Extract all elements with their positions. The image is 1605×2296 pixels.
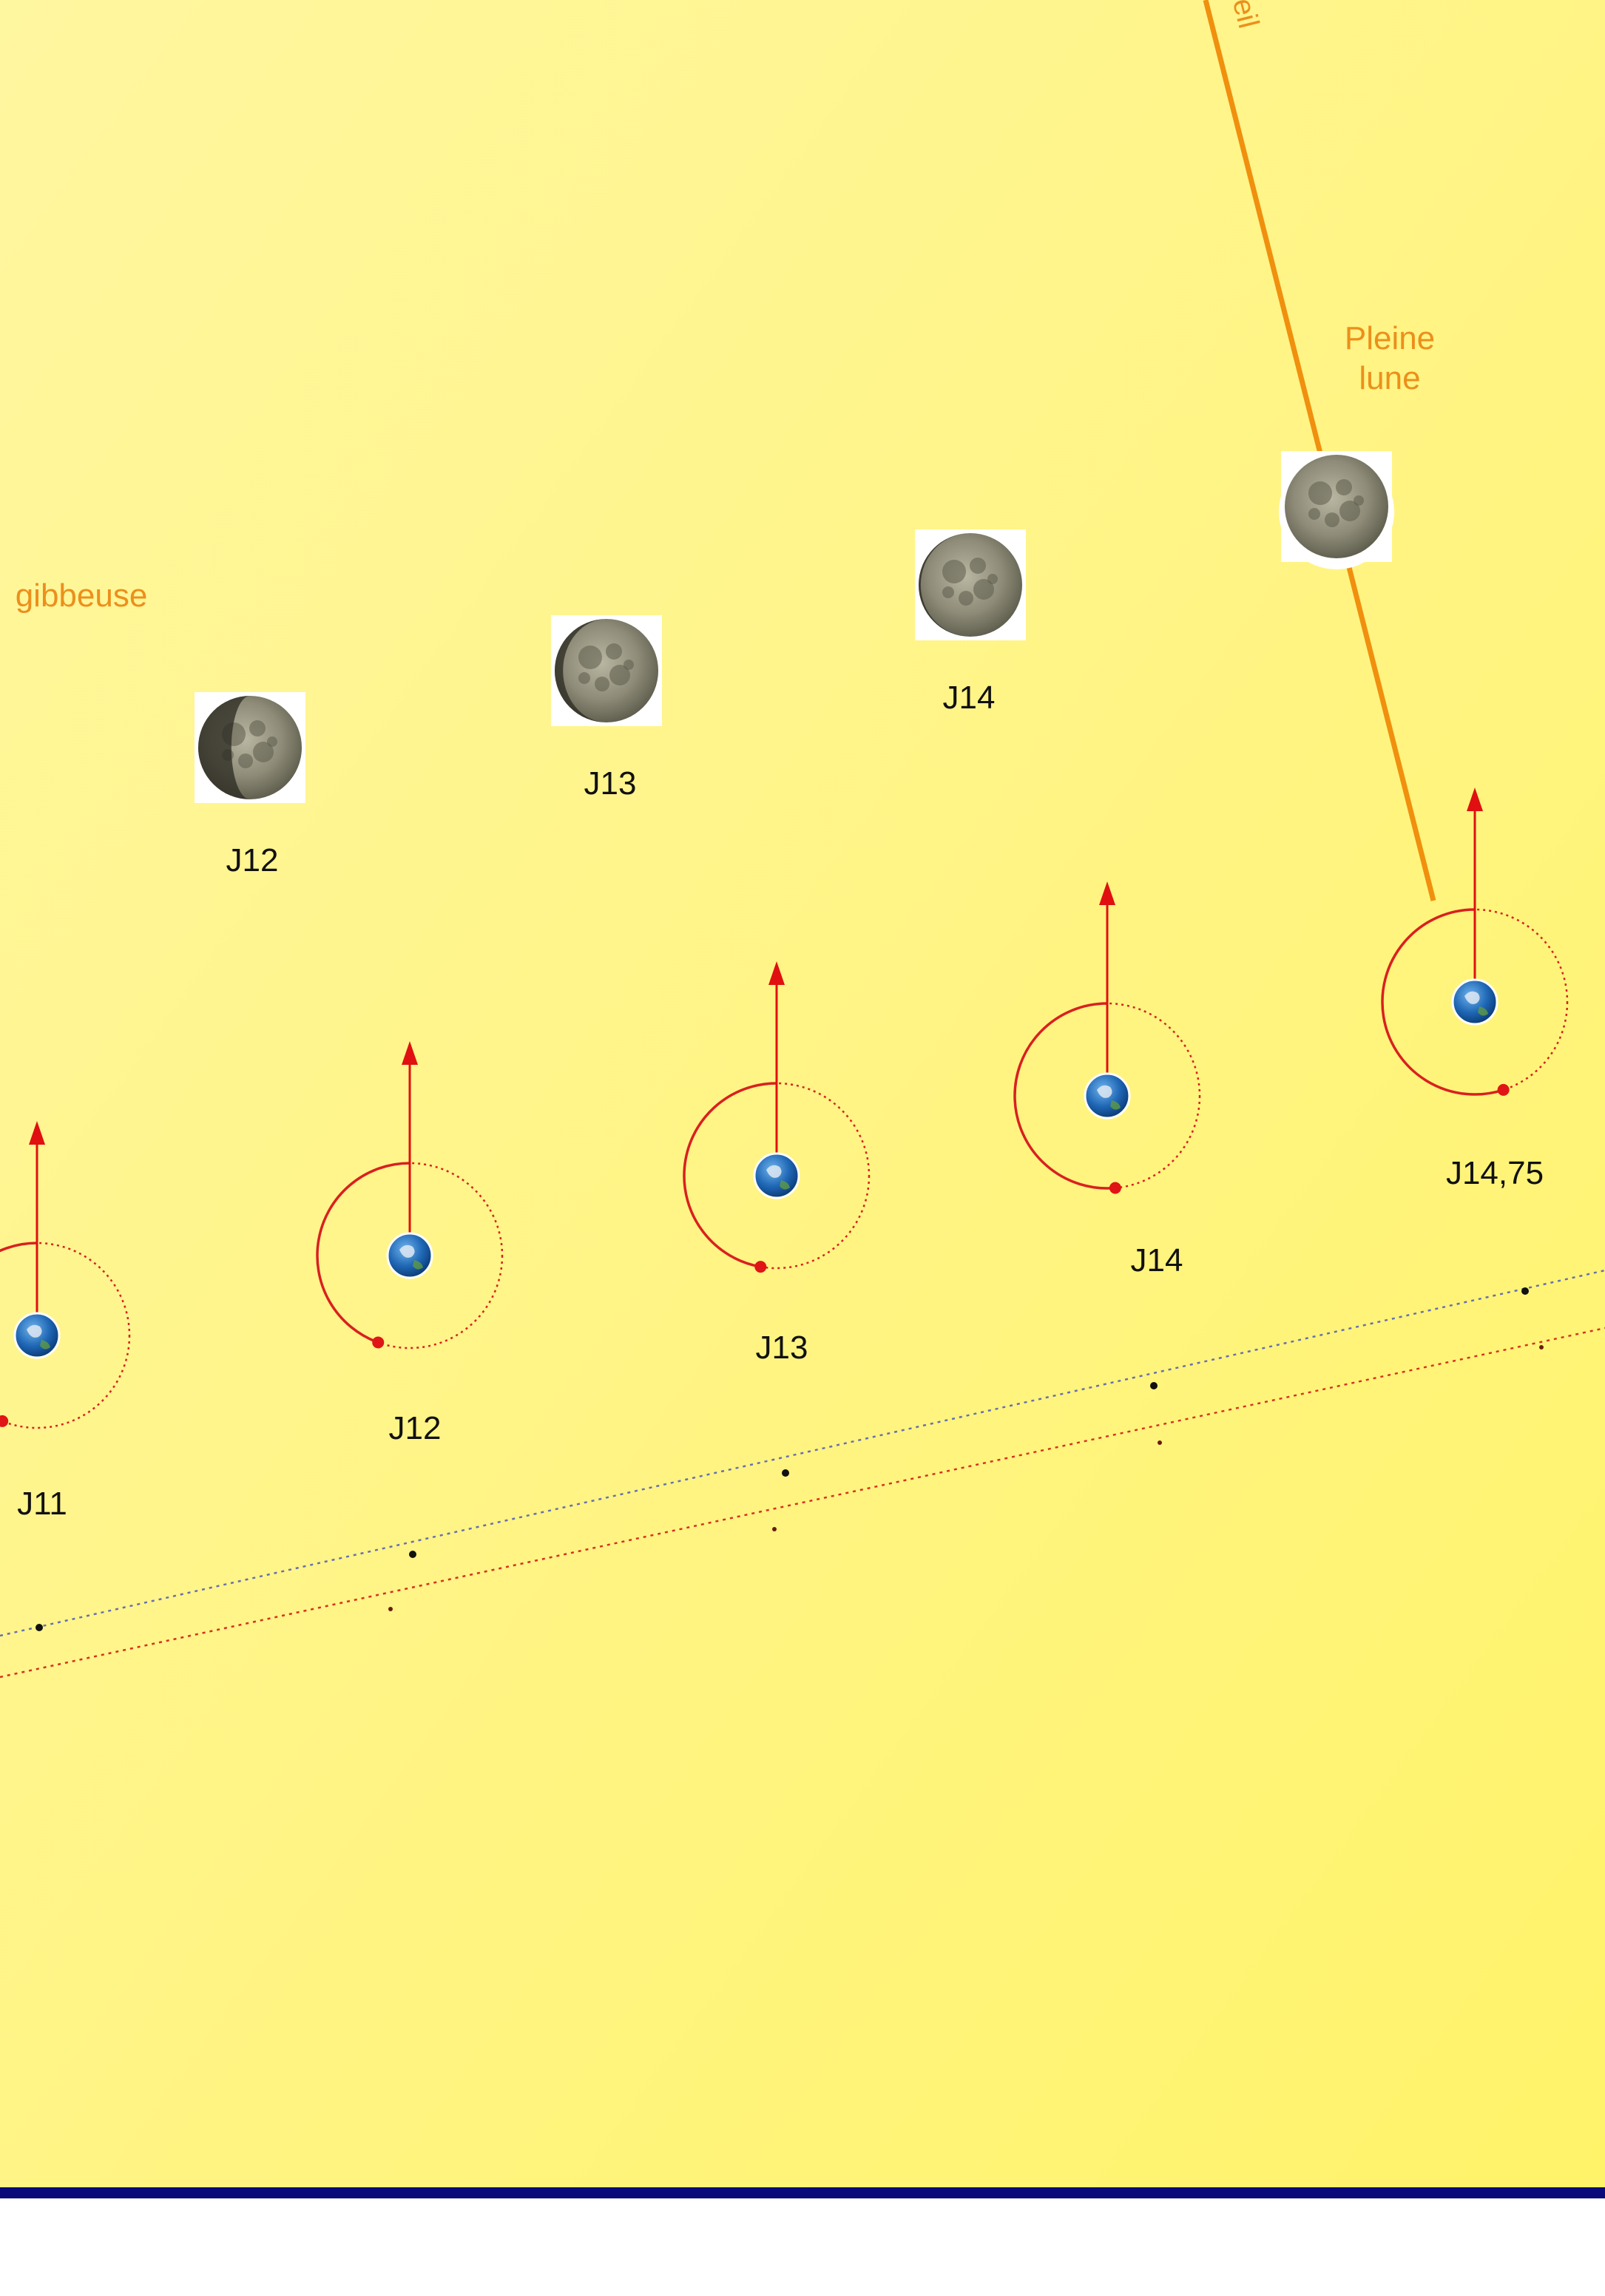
moon-path-marker: [388, 1607, 393, 1611]
moon-path-marker: [1539, 1345, 1544, 1350]
moon-position-dot: [1109, 1182, 1121, 1194]
earth-path-marker: [782, 1469, 789, 1477]
earth-land-patch: [413, 1260, 423, 1270]
earth-land-patch: [766, 1165, 782, 1178]
moon-shadow: [555, 619, 606, 722]
moon-mare: [942, 560, 966, 583]
earth-position: [0, 1121, 131, 1429]
earth-position: [683, 961, 871, 1273]
moon-image: [1279, 451, 1394, 569]
moon-mare: [238, 754, 253, 768]
moon-day-label: J13: [584, 765, 637, 802]
page-margin: [0, 2198, 1605, 2292]
moon-image: [551, 615, 662, 726]
earth-land-patch: [40, 1340, 50, 1350]
moon-mare: [1339, 501, 1360, 521]
earth-land-patch: [1097, 1085, 1112, 1098]
moon-mare: [249, 720, 266, 736]
moon-day-label: J12: [226, 842, 279, 878]
moon-orbit-circle: [0, 1242, 131, 1429]
moon-mare: [609, 665, 630, 685]
moon-mare: [606, 643, 622, 660]
full-moon-label-line2: lune: [1359, 360, 1421, 396]
earth-land-patch: [780, 1180, 790, 1190]
full-moon-label-line1: Pleine: [1344, 320, 1436, 356]
moon-mare: [578, 646, 602, 669]
moon-mare: [267, 736, 277, 747]
moon-photo-icon: [555, 619, 658, 722]
swept-orbit-arc: [316, 1162, 410, 1344]
arrow-up-icon: [1099, 881, 1115, 905]
moon-mare: [1354, 495, 1364, 506]
moon-mare: [1325, 512, 1339, 527]
moon-position-dot: [1497, 1083, 1510, 1096]
moon-path-marker: [1158, 1440, 1162, 1445]
arrow-up-icon: [29, 1121, 45, 1145]
moon-image: [915, 529, 1026, 640]
earth-day-label: J13: [755, 1330, 808, 1366]
earth-land-patch: [1478, 1006, 1488, 1016]
earth-day-label: J11: [17, 1486, 67, 1522]
moon-mare: [1308, 508, 1320, 520]
earth-day-label: J14: [1130, 1242, 1183, 1279]
moon-shadow: [198, 696, 250, 799]
moon-mare: [973, 579, 994, 600]
earth-land-patch: [399, 1244, 415, 1258]
swept-orbit-arc: [0, 1242, 38, 1423]
earth-land-patch: [1464, 991, 1480, 1004]
bottom-rule: [0, 2187, 1605, 2198]
moon-image: [195, 692, 305, 803]
moon-mare: [624, 660, 634, 670]
moon-orbit-path: [0, 1327, 1605, 1679]
earth-day-label: J14,75: [1445, 1155, 1544, 1191]
earth-path-marker: [36, 1624, 43, 1631]
gibbous-phase-label: gibbeuse: [15, 578, 148, 614]
moon-mare: [942, 586, 954, 598]
moon-photo-icon: [919, 533, 1022, 637]
swept-orbit-arc: [683, 1082, 777, 1268]
earth-land-patch: [27, 1324, 42, 1338]
earth-position: [1381, 788, 1569, 1096]
swept-orbit-arc: [1381, 908, 1504, 1096]
moon-mare: [595, 677, 609, 691]
swept-orbit-arc: [1013, 1002, 1116, 1190]
earth-position: [316, 1041, 504, 1350]
arrow-up-icon: [768, 961, 785, 985]
moon-position-dot: [754, 1261, 767, 1273]
moon-position-dot: [372, 1336, 385, 1349]
moon-day-label: J14: [942, 680, 996, 716]
moon-mare: [987, 574, 998, 584]
moon-mare: [1308, 481, 1332, 505]
arrow-up-icon: [1467, 788, 1483, 811]
moon-path-marker: [772, 1527, 777, 1531]
earth-orbit-path: [0, 1269, 1605, 1637]
moon-mare: [578, 672, 590, 684]
sun-direction-line: [1203, 0, 1436, 901]
arrow-up-icon: [402, 1041, 418, 1065]
earth-path-marker: [1150, 1382, 1158, 1389]
moon-mare: [253, 742, 274, 762]
background: [0, 0, 1605, 2187]
moon-mare: [959, 591, 973, 606]
earth-path-marker: [1521, 1287, 1529, 1295]
moon-mare: [1336, 479, 1352, 495]
earth-path-marker: [409, 1551, 416, 1558]
earth-day-label: J12: [388, 1410, 442, 1446]
moon-position-dot: [0, 1415, 9, 1427]
earth-position: [1013, 881, 1201, 1194]
moon-photo-icon: [1285, 455, 1388, 558]
earth-land-patch: [1110, 1100, 1121, 1110]
moon-mare: [970, 558, 986, 574]
